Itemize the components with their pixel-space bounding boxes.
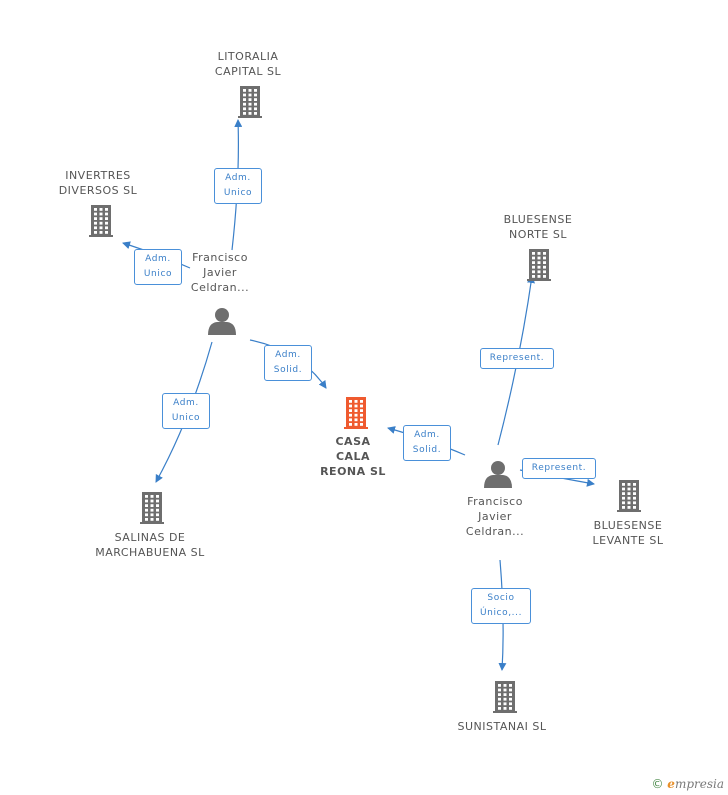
edge-label-adm-unico-litoralia: Adm. Unico	[214, 168, 262, 204]
building-icon-salinas[interactable]	[140, 492, 164, 524]
node-label-litoralia[interactable]: LITORALIA CAPITAL SL	[214, 50, 282, 78]
node-label-bluesense-norte[interactable]: BLUESENSE NORTE SL	[503, 213, 573, 241]
building-icon-invertres[interactable]	[89, 205, 113, 237]
node-label-invertres[interactable]: INVERTRES DIVERSOS SL	[58, 169, 138, 197]
building-icon-litoralia[interactable]	[238, 86, 262, 118]
edge-label-adm-unico-invertres: Adm. Unico	[134, 249, 182, 285]
person-icon-francisco2[interactable]	[484, 461, 512, 488]
edge-label-represent-norte: Represent.	[480, 348, 554, 369]
node-label-sunistanai[interactable]: SUNISTANAI SL	[457, 720, 547, 733]
edge-label-adm-solid-2: Adm. Solid.	[403, 425, 451, 461]
edge-label-socio-unico: Socio Único,...	[471, 588, 531, 624]
building-icon-bluesense_levante[interactable]	[617, 480, 641, 512]
node-label-casa-cala[interactable]: CASA CALA REONA SL	[320, 435, 386, 478]
copyright-symbol: ©	[651, 777, 664, 791]
node-label-francisco-1[interactable]: Francisco Javier Celdran...	[190, 251, 250, 294]
building-icon-bluesense_norte[interactable]	[527, 249, 551, 281]
icons-layer	[89, 86, 641, 713]
edge-label-adm-solid-1: Adm. Solid.	[264, 345, 312, 381]
node-label-bluesense-levante[interactable]: BLUESENSE LEVANTE SL	[592, 519, 664, 547]
node-label-salinas[interactable]: SALINAS DE MARCHABUENA SL	[95, 531, 205, 559]
footer-brand: © empresia	[651, 777, 724, 791]
edge-label-represent-levante: Represent.	[522, 458, 596, 479]
building-icon-casa_cala[interactable]	[344, 397, 368, 429]
edge-label-adm-unico-salinas: Adm. Unico	[162, 393, 210, 429]
person-icon-francisco1[interactable]	[208, 308, 236, 335]
building-icon-sunistanai[interactable]	[493, 681, 517, 713]
node-label-francisco-2[interactable]: Francisco Javier Celdran...	[465, 495, 525, 538]
brand-name[interactable]: empresia	[667, 777, 724, 791]
